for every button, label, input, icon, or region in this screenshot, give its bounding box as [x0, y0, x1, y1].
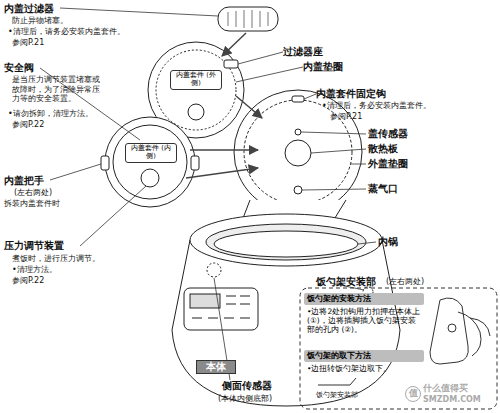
note: (左右两处)	[14, 188, 52, 198]
arrow	[236, 96, 262, 118]
steam-port	[294, 186, 302, 194]
part-name: 内盖垫圈	[303, 61, 343, 73]
inner-pot-inside	[214, 231, 358, 257]
page-ref: 参阅P.21	[330, 112, 362, 122]
arrow	[190, 149, 258, 151]
leader-line	[301, 132, 366, 134]
mount-sketch	[318, 378, 356, 385]
part-name: 内盖过滤器	[4, 3, 54, 15]
leader-line	[60, 8, 218, 16]
display	[190, 294, 220, 308]
leader-line	[304, 94, 316, 99]
part-name: 过滤器座	[283, 46, 323, 58]
disc-gasket	[113, 125, 187, 199]
leader-line	[80, 186, 146, 246]
leader-line	[238, 52, 283, 64]
leader-line	[302, 189, 366, 190]
mount-hole	[448, 324, 456, 332]
disc-outline	[105, 117, 195, 207]
leader-line	[358, 242, 376, 244]
note: 拆装内盖套件时	[4, 199, 60, 209]
body-rim	[190, 214, 382, 266]
disc-valve	[188, 104, 204, 120]
part-name: 散热板	[368, 143, 398, 155]
part-name: 饭勺架安装部	[316, 391, 358, 399]
side-sensor	[207, 263, 221, 277]
lid-sensor	[295, 129, 301, 135]
page-ref: 参阅P.22	[12, 276, 44, 286]
install-arrows	[186, 33, 262, 178]
pressure-regulator	[141, 169, 159, 187]
body-label: 本体	[196, 360, 236, 374]
note: (本体内侧底部)	[218, 394, 272, 404]
part-name: 饭勺架安装部	[316, 276, 376, 288]
inset-frame	[300, 288, 497, 409]
part-name: 内盖套件固定钩	[316, 88, 386, 100]
node-heading: 内盖套件 (外侧)	[172, 72, 220, 88]
node-heading: 饭勺架的取下方法	[304, 350, 424, 362]
filter-outline	[218, 7, 278, 31]
page-ref: 参阅P.21	[12, 38, 44, 48]
panel-buttons	[192, 296, 250, 318]
node-heading: 本体	[197, 361, 235, 373]
part-name: 侧面传感器	[222, 380, 272, 392]
filter-seat	[224, 60, 238, 68]
part-name: 安全阀	[4, 62, 34, 74]
watermark-circle	[406, 387, 421, 402]
part-name: 压力调节装置	[4, 240, 64, 252]
leader-line	[350, 164, 366, 165]
note: •清理方法。	[12, 265, 57, 275]
paddle-holder-inset	[300, 288, 497, 409]
paddle-holder-sketch	[430, 298, 468, 364]
arrow	[186, 168, 258, 178]
node-body: •边扭转饭勺架边取下。	[304, 362, 424, 373]
watermark: SMZDM.COM	[423, 395, 481, 405]
arrow	[222, 33, 246, 56]
part-name: 蒸气口	[368, 183, 398, 195]
note: •请勿拆卸，清理方法。	[8, 109, 93, 119]
instruction-box: 饭勺架的取下方法•边扭转饭勺架边取下。	[304, 350, 424, 373]
part-name: 内盖把手	[4, 175, 44, 187]
inner-pot-rim	[206, 224, 366, 260]
note: 防止异物堵塞。	[12, 16, 68, 26]
watermark: 值	[409, 388, 418, 399]
note: •清理后，请务必安装内盖套件。	[8, 27, 125, 37]
open-lid	[234, 90, 362, 226]
inner-lid-inner-side	[101, 117, 199, 207]
note: •清理后，务必安装内盖套件。	[322, 101, 431, 111]
lid-handle	[101, 156, 109, 170]
fixing-hook	[292, 96, 304, 102]
part-tag: 内盖套件 (内侧)	[125, 143, 177, 163]
leader-line	[50, 164, 101, 180]
node-heading: 饭勺架的安装方法	[304, 293, 424, 305]
page-ref: 参阅P.22	[12, 120, 44, 130]
filter-part	[218, 7, 278, 31]
part-name: 内锅	[378, 236, 398, 248]
part-tag: 内盖套件 (外侧)	[170, 70, 222, 90]
leader-line	[236, 67, 303, 82]
note: (左右两处)	[386, 277, 424, 287]
heat-plate	[285, 140, 311, 166]
leader-line	[311, 149, 366, 153]
hand-sketch	[458, 312, 490, 356]
filter-mesh	[228, 10, 268, 28]
watermark: 什么值得买	[423, 383, 468, 394]
part-name: 外盖垫圈	[368, 158, 408, 170]
part-name: 盖传感器	[368, 128, 408, 140]
node-body: •边将2处扣钩用力扣押在本体上 (①)，边将插脚插入饭勺架安装部的孔内 (②)。	[304, 305, 424, 334]
note: 是当压力调节装置堵塞或故障时，为了消除异常压力等的安全装置。	[12, 75, 100, 104]
instruction-box: 饭勺架的安装方法•边将2处扣钩用力扣押在本体上 (①)，边将插脚插入饭勺架安装部…	[304, 293, 424, 334]
note: 煮饭时，进行压力调节。	[12, 254, 100, 264]
lid-handle	[191, 156, 199, 170]
node-heading: 内盖套件 (内侧)	[127, 145, 175, 161]
